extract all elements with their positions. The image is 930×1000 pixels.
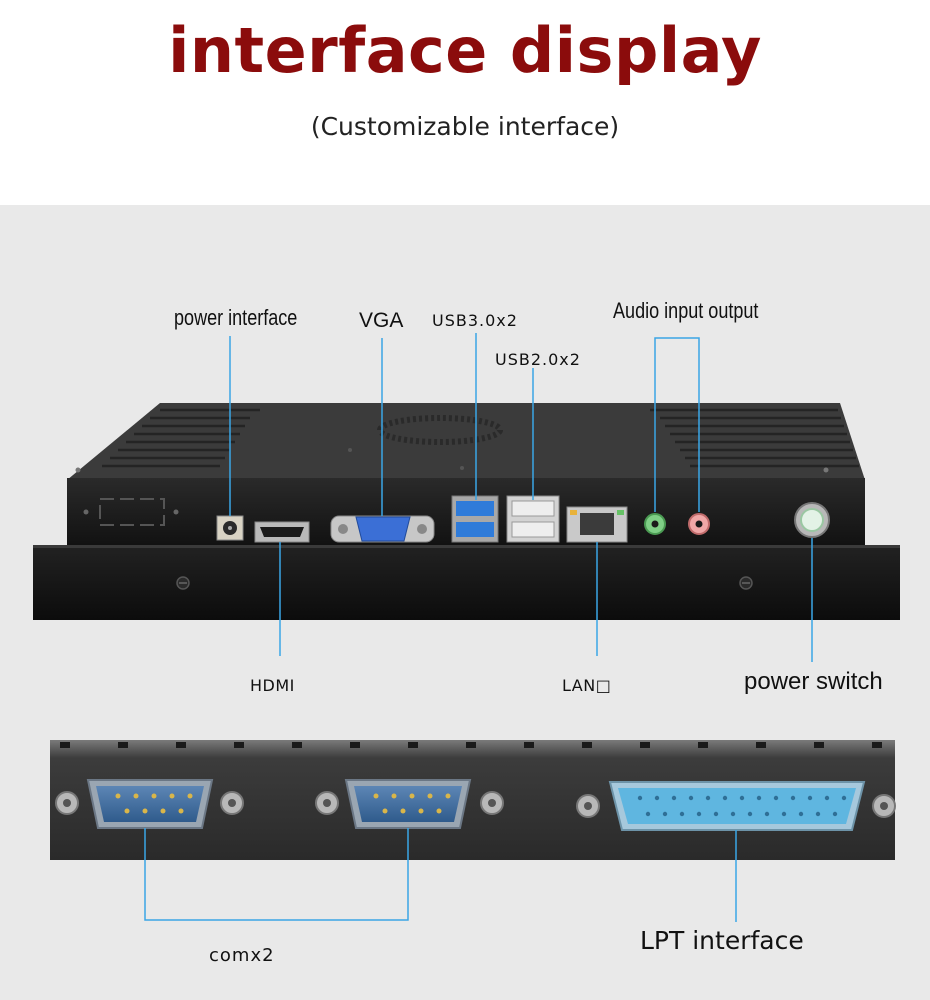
usb3-ports — [451, 495, 499, 543]
page-subtitle: (Customizable interface) — [310, 112, 620, 141]
lan-port — [566, 506, 628, 543]
vga-port — [330, 515, 435, 543]
label-power-switch: power switch — [744, 668, 883, 695]
label-audio-input-output: Audio input output — [613, 298, 759, 323]
usb2-ports — [506, 495, 560, 543]
com-port-1 — [55, 779, 244, 829]
power-button — [794, 502, 830, 538]
hdmi-port — [254, 521, 310, 543]
leader-lines — [144, 333, 813, 922]
audio-in-jack — [644, 513, 666, 535]
com-port-2 — [315, 779, 504, 829]
lpt-port — [576, 781, 896, 831]
label-com: comx2 — [209, 945, 275, 966]
audio-out-jack — [688, 513, 710, 535]
label-lpt-interface: LPT interface — [640, 926, 804, 955]
chassis-top — [67, 403, 865, 480]
label-hdmi: HDMI — [250, 676, 295, 695]
dc-power-jack — [216, 515, 244, 541]
label-power-interface: power interface — [174, 305, 298, 330]
display-bezel — [33, 545, 900, 620]
label-vga: VGA — [359, 309, 404, 332]
page-title: interface display — [168, 14, 762, 87]
label-usb2: USB2.0x2 — [495, 350, 581, 369]
label-usb3: USB3.0x2 — [432, 311, 518, 330]
label-lan: LAN□ — [562, 676, 612, 695]
